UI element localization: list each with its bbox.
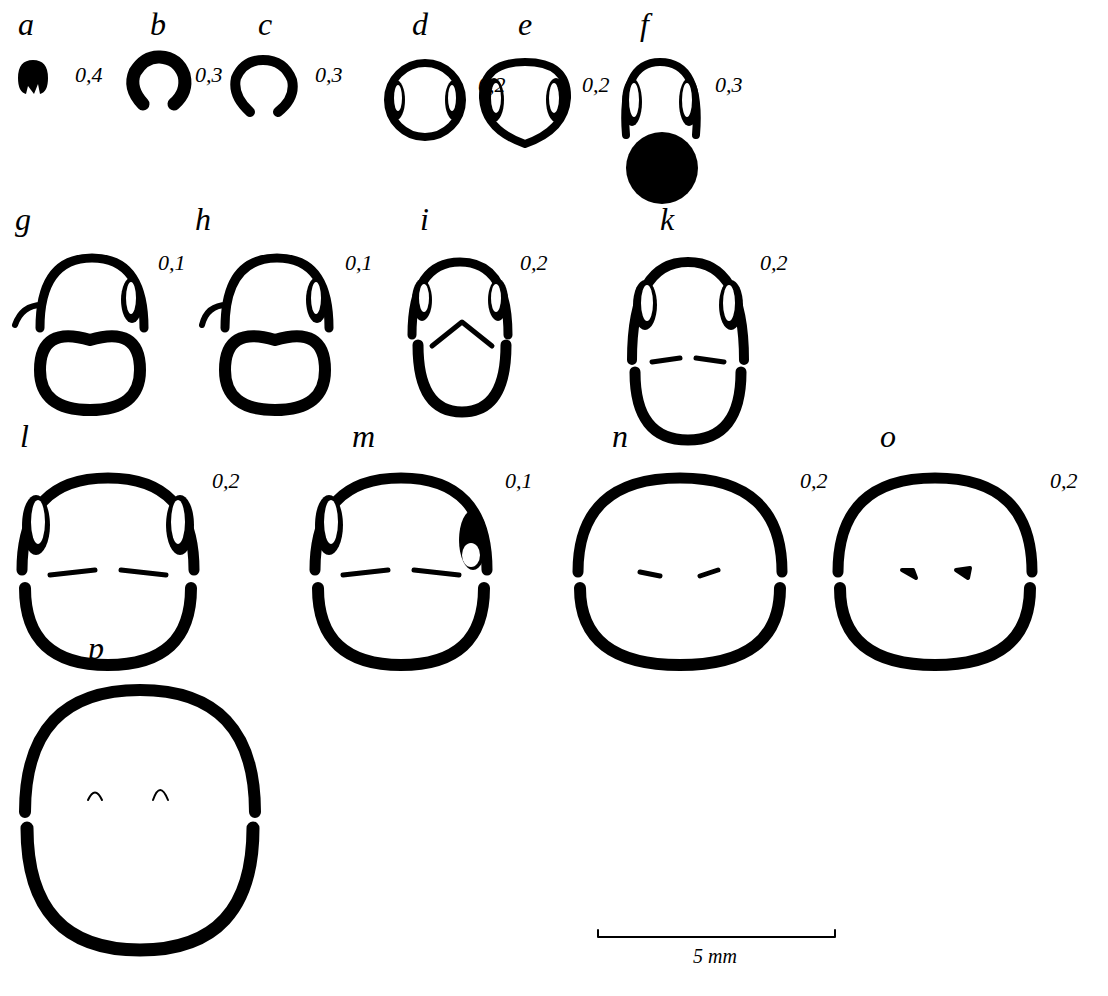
section-letter: c <box>258 8 272 40</box>
thickness-number: 0,4 <box>75 64 103 86</box>
section-letter: l <box>20 420 29 452</box>
section-letter: k <box>660 203 674 235</box>
thickness-number: 0,2 <box>212 470 240 492</box>
section-letter: p <box>88 632 104 664</box>
section-letter: b <box>150 8 166 40</box>
section-letter: h <box>195 203 211 235</box>
thickness-number: 0,2 <box>800 470 828 492</box>
section-letter: g <box>15 203 31 235</box>
section-letter: o <box>880 420 896 452</box>
thickness-number: 0,2 <box>520 252 548 274</box>
section-letter: i <box>420 203 429 235</box>
thickness-number: 0,2 <box>760 252 788 274</box>
thickness-number: 0,2 <box>1050 470 1078 492</box>
thickness-number: 0,3 <box>315 64 343 86</box>
thickness-number: 0,3 <box>195 64 223 86</box>
section-letter: e <box>518 8 532 40</box>
thickness-number: 0,3 <box>715 74 743 96</box>
section-letter: n <box>612 420 628 452</box>
scale-label: 5 mm <box>693 946 737 966</box>
thickness-number: 0,1 <box>345 252 373 274</box>
thickness-number: 0,1 <box>158 252 186 274</box>
thickness-number: 0,1 <box>505 470 533 492</box>
section-letter: f <box>640 8 649 40</box>
thickness-number: 0,2 <box>478 74 506 96</box>
section-letter: a <box>18 8 34 40</box>
section-letter: m <box>352 420 375 452</box>
thickness-number: 0,2 <box>582 74 610 96</box>
section-letter: d <box>412 8 428 40</box>
